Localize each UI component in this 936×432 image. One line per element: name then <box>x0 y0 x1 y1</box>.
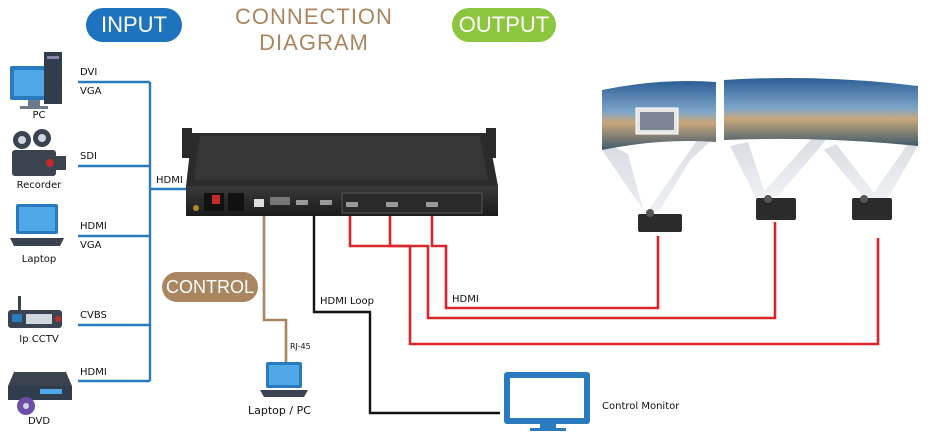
port-label-dvd-hdmi: HDMI <box>80 367 107 378</box>
output-cables <box>348 215 880 346</box>
input-badge: INPUT <box>86 8 182 42</box>
rj45-label: RJ-45 <box>290 342 311 351</box>
output-hdmi-label: HDMI <box>452 294 479 305</box>
port-label-recorder-sdi: SDI <box>80 151 97 162</box>
control-monitor-label: Control Monitor <box>602 401 680 412</box>
diagram-title: CONNECTION DIAGRAM <box>224 4 404 56</box>
projector-1 <box>638 209 682 232</box>
port-label-laptop-vga: VGA <box>80 240 102 251</box>
curved-screen <box>602 78 920 220</box>
control-badge: CONTROL <box>162 272 258 302</box>
dvd-icon <box>8 372 72 415</box>
hdmi-loop-label: HDMI Loop <box>320 296 374 307</box>
projector-2 <box>756 195 796 220</box>
port-label-laptop-hdmi: HDMI <box>80 221 107 232</box>
title-line-1: CONNECTION <box>235 4 393 29</box>
source-name-recorder: Recorder <box>16 180 62 191</box>
control-monitor-icon <box>504 372 590 431</box>
hdmi-loop-cable <box>312 215 500 415</box>
ip-cctv-icon <box>8 296 62 328</box>
control-laptop-icon <box>260 362 308 397</box>
port-label-pc-vga: VGA <box>80 86 102 97</box>
projector-3 <box>852 195 892 220</box>
recorder-icon <box>12 129 66 176</box>
title-line-2: DIAGRAM <box>259 30 369 55</box>
control-device-label: Laptop / PC <box>248 404 311 417</box>
processor-input-label: HDMI <box>156 175 183 186</box>
source-name-ip-cctv: Ip CCTV <box>19 334 59 345</box>
rj45-cable <box>262 215 288 362</box>
source-name-pc: PC <box>32 110 46 121</box>
video-processor <box>182 128 498 216</box>
output-badge: OUTPUT <box>452 8 556 42</box>
input-cable-bus <box>78 80 196 383</box>
pc-icon <box>10 52 62 109</box>
port-label-cctv-cvbs: CVBS <box>80 310 107 321</box>
source-name-dvd: DVD <box>27 416 51 427</box>
port-label-pc-dvi: DVI <box>80 67 98 78</box>
laptop-icon <box>10 204 64 246</box>
source-name-laptop: Laptop <box>21 254 57 265</box>
